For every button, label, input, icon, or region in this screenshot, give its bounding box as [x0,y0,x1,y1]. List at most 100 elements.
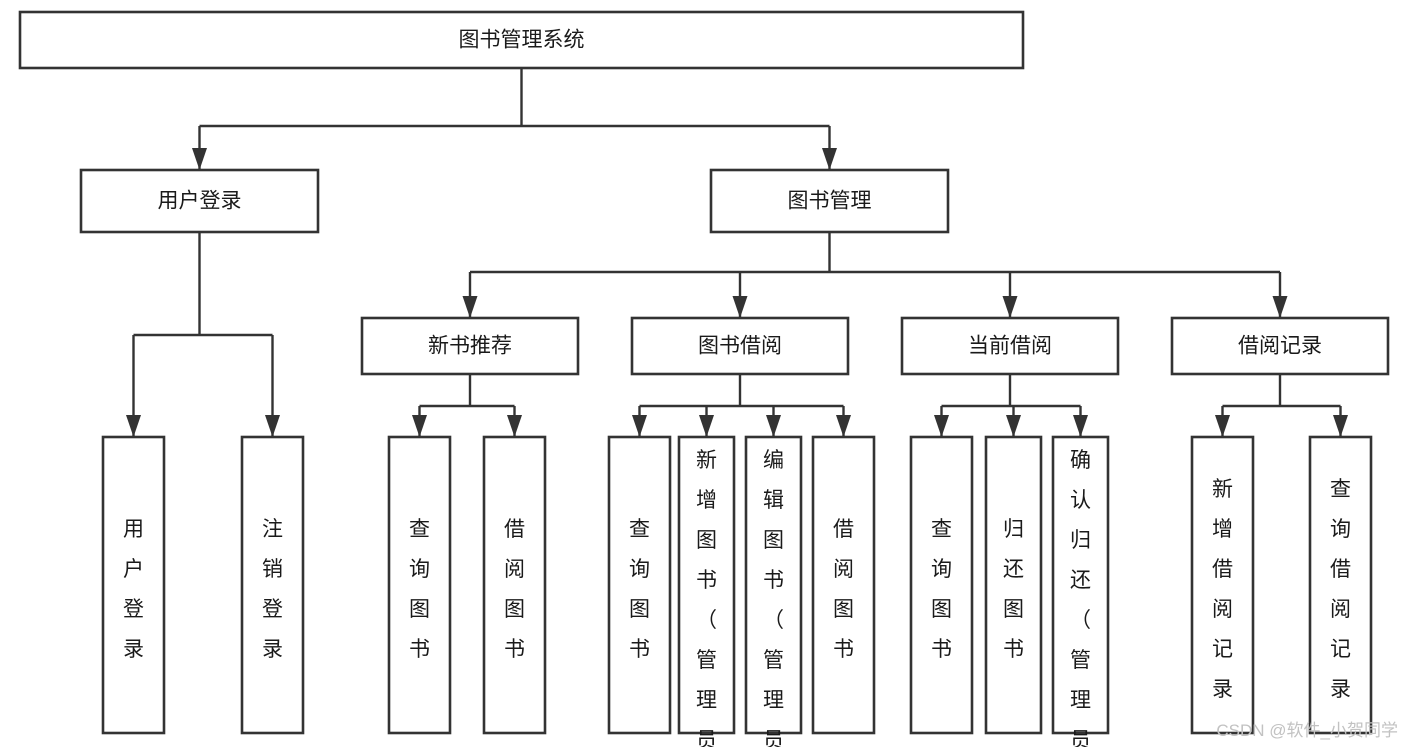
node-label-char: 书 [1003,638,1024,661]
node-label-char: 书 [409,638,430,661]
node-borrow-record[interactable]: 借阅记录 [1170,316,1390,376]
arrow-head [766,415,781,437]
node-label-char: 书 [504,638,525,661]
node-label-char: 询 [409,558,430,581]
node-user-login[interactable]: 用户登录 [79,168,320,234]
node-label-char: 编 [763,449,784,472]
node-label-char: 书 [629,638,650,661]
node-current-borrow[interactable]: 当前借阅 [900,316,1120,376]
node-label-char: 阅 [1212,598,1233,621]
arrow-head [1002,296,1018,318]
node-label-char: 员 [1070,729,1091,747]
node-book-manage[interactable]: 图书管理 [709,168,950,234]
node-label-char: 借 [504,518,525,541]
node-box [240,435,305,735]
arrow-head [822,148,837,170]
node-user-login-do[interactable]: 用户登录 [101,435,166,735]
node-label-char: （ [696,609,717,632]
node-label-char: 书 [833,638,854,661]
edge-layer [126,68,1348,437]
node-box [984,435,1043,735]
arrow-head [1006,415,1021,437]
node-box [1308,435,1373,735]
node-label-char: 录 [1330,678,1351,701]
node-box [360,316,580,376]
arrow-head [1272,296,1288,318]
node-label-char: 员 [696,729,717,747]
node-label-char: （ [763,609,784,632]
arrow-head [412,415,427,437]
node-box [1051,435,1110,735]
node-label-char: 户 [123,558,144,581]
node-label-char: 理 [763,689,784,712]
node-layer: 图书管理系统用户登录用户登录注销登录图书管理新书推荐查询图书借阅图书图书借阅查询… [18,10,1390,747]
node-label-char: 员 [763,729,784,747]
node-box [1170,316,1390,376]
node-label-char: 借 [1212,558,1233,581]
arrow-head [462,296,478,318]
node-label-char: 用 [123,518,144,541]
arrow-head [1073,415,1088,437]
node-label-char: 新 [696,449,717,472]
node-box [677,435,736,735]
node-label-char: 录 [262,638,283,661]
node-label-char: 还 [1070,569,1091,592]
node-label: 当前借阅 [968,335,1052,358]
node-label: 用户登录 [158,190,242,213]
node-label-char: 录 [1212,678,1233,701]
node-label-char: 记 [1212,638,1233,661]
node-label-char: 增 [696,489,717,512]
node-label-char: 新 [1212,478,1233,501]
node-label-char: 登 [123,598,144,621]
node-root[interactable]: 图书管理系统 [18,10,1025,70]
node-label-char: 图 [409,598,430,621]
node-label-char: 还 [1003,558,1024,581]
node-label-char: 归 [1070,529,1091,552]
node-label-char: 图 [763,529,784,552]
node-label-char: 记 [1330,638,1351,661]
arrow-head [192,148,207,170]
arrow-head [699,415,714,437]
node-label-char: 录 [123,638,144,661]
node-box [900,316,1120,376]
node-label-char: 登 [262,598,283,621]
arrow-head [126,415,141,437]
node-box [482,435,547,735]
node-label-char: （ [1070,609,1091,632]
csdn-watermark: CSDN @软件_小贺同学 [1216,721,1398,740]
node-label-char: 查 [931,518,952,541]
node-box [1190,435,1255,735]
node-label-char: 管 [696,649,717,672]
node-label-char: 管 [1070,649,1091,672]
node-label-char: 认 [1070,489,1091,512]
node-box [811,435,876,735]
node-label-char: 书 [763,569,784,592]
node-label-char: 询 [931,558,952,581]
node-label-char: 图 [833,598,854,621]
node-label-char: 书 [931,638,952,661]
node-label-char: 借 [1330,558,1351,581]
node-box [79,168,320,234]
node-box [630,316,850,376]
node-label: 图书管理系统 [459,29,585,52]
arrow-head [1333,415,1348,437]
node-new-book-recommend[interactable]: 新书推荐 [360,316,580,376]
node-book-borrow[interactable]: 图书借阅 [630,316,850,376]
arrow-head [732,296,748,318]
node-label-char: 辑 [763,489,784,512]
node-label-char: 借 [833,518,854,541]
arrow-head [265,415,280,437]
